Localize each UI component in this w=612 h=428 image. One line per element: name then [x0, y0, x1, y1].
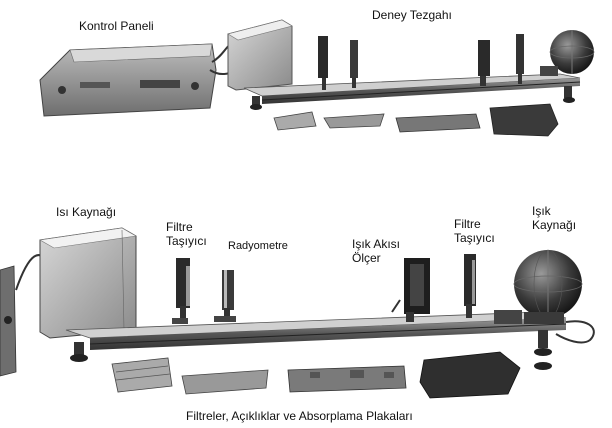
radiometer-unit	[214, 270, 236, 322]
plates-top	[273, 103, 559, 137]
light-flux-meter-unit	[391, 258, 430, 322]
light-source-sphere-top	[540, 30, 595, 76]
partial-unit-left	[0, 265, 17, 377]
filter-holder-left-line1: Filtre	[166, 220, 193, 234]
heat-source-label: Isı Kaynağı	[56, 205, 117, 219]
light-source-label: Işık Kaynağı	[532, 204, 576, 232]
control-panel-label: Kontrol Paneli	[79, 19, 154, 33]
bottom-setup	[0, 227, 595, 399]
heat-source-unit	[39, 227, 137, 339]
holder-top-3	[478, 40, 490, 86]
top-setup	[39, 19, 595, 137]
control-panel-unit	[39, 43, 239, 117]
filter-holder-left-line2: Taşıyıcı	[166, 234, 207, 248]
light-source-line1: Işık	[532, 204, 551, 218]
holder-top-2	[350, 40, 358, 88]
holder-top-1	[318, 36, 328, 90]
filter-holder-right	[464, 254, 476, 318]
filter-holder-right-label: Filtre Taşıyıcı	[454, 217, 495, 245]
light-flux-meter-label: Işık Akısı Ölçer	[352, 237, 400, 265]
optical-rail-top	[243, 73, 581, 110]
holder-top-4	[516, 34, 524, 84]
light-source-sphere	[494, 249, 583, 324]
plates-caption: Filtreler, Açıklıklar ve Absorplama Plak…	[186, 409, 413, 423]
light-source-line2: Kaynağı	[532, 218, 577, 232]
test-bench-label: Deney Tezgahı	[372, 8, 452, 22]
filter-holder-left	[172, 258, 190, 324]
light-flux-meter-line1: Işık Akısı	[352, 237, 401, 251]
filter-holder-left-label: Filtre Taşıyıcı	[166, 220, 207, 248]
optical-rail-bottom	[65, 311, 567, 370]
plates-bottom	[111, 351, 521, 399]
heat-source-unit-top	[227, 19, 293, 91]
light-flux-meter-line2: Ölçer	[352, 251, 381, 265]
radiometer-label: Radyometre	[228, 240, 288, 252]
filter-holder-right-line1: Filtre	[454, 217, 481, 231]
filter-holder-right-line2: Taşıyıcı	[454, 231, 495, 245]
